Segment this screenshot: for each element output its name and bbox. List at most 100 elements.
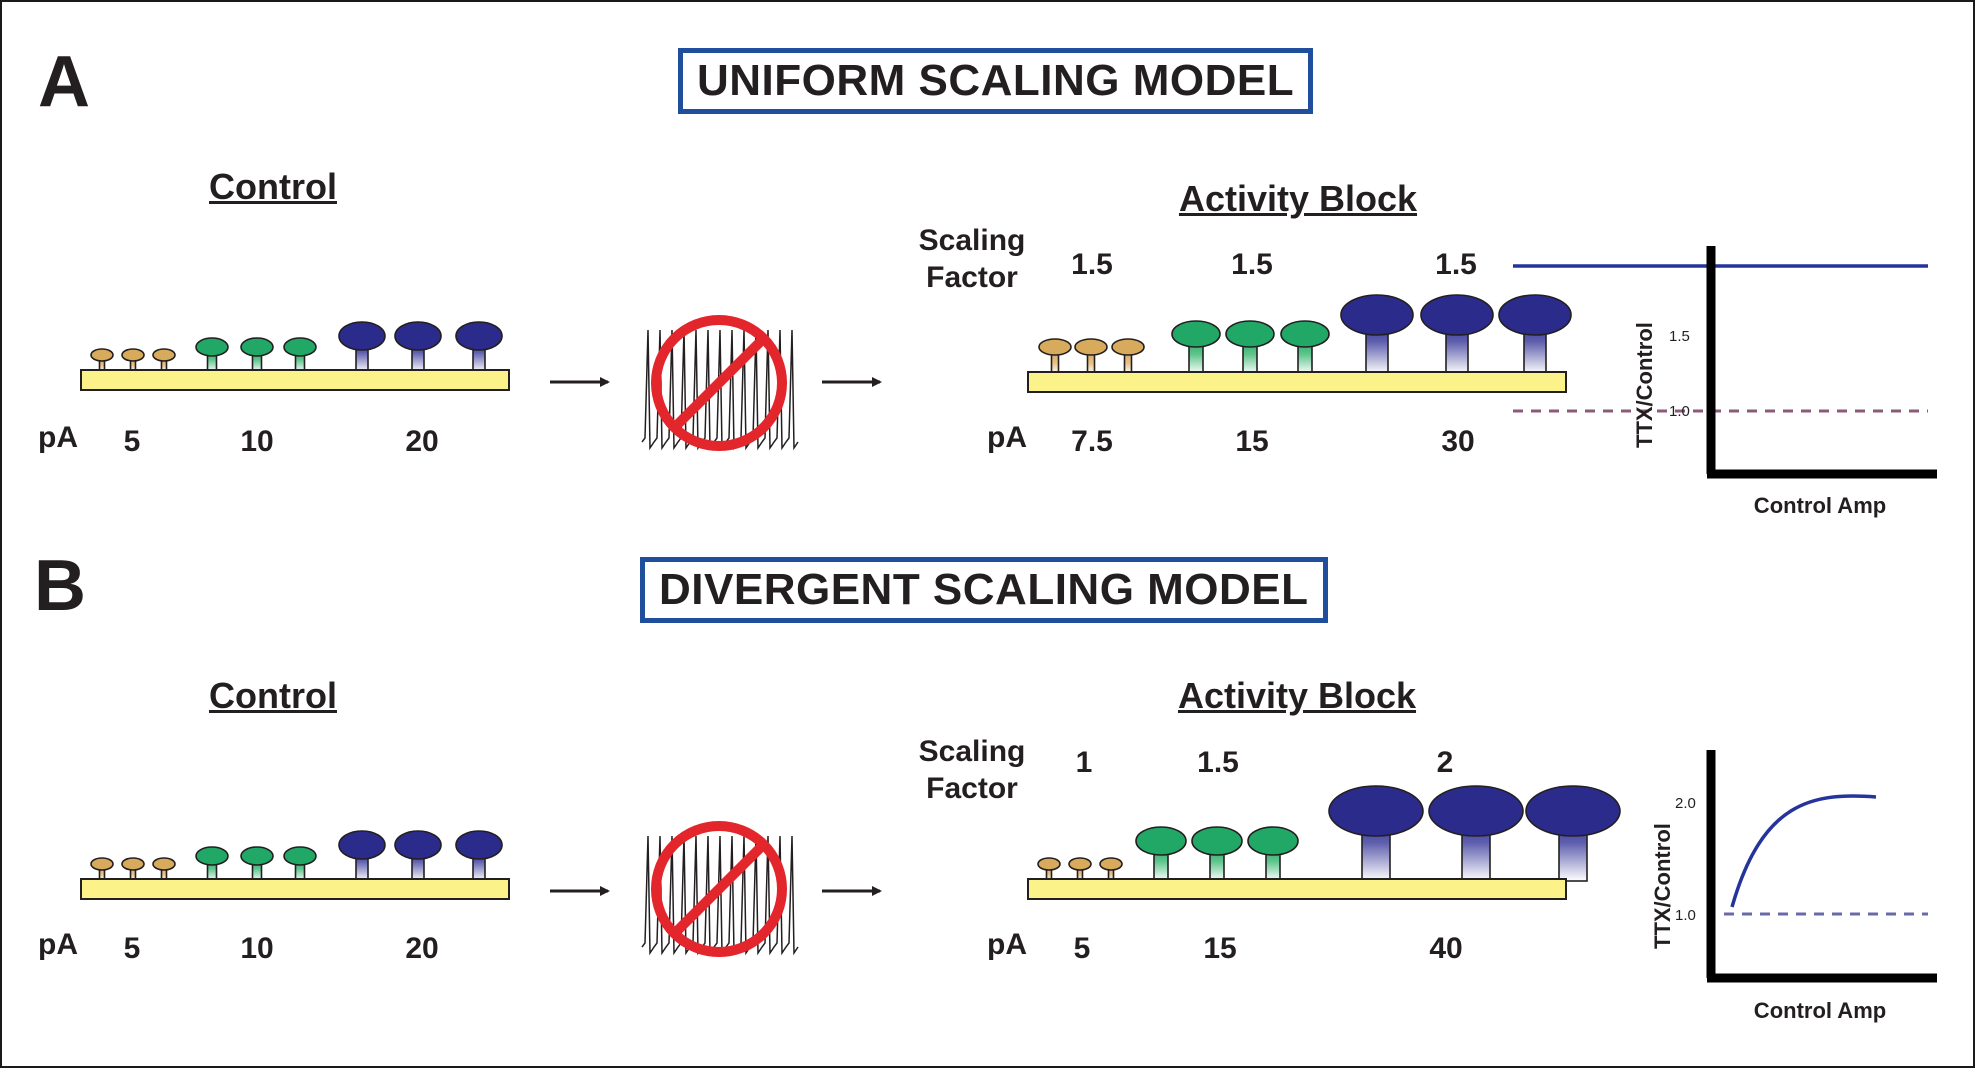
- panel-b-block-spines: [1037, 785, 1621, 882]
- scaling-label-line2: Factor: [926, 772, 1018, 805]
- panel-b-block-dendrite: [1027, 785, 1621, 900]
- unit-label: pA: [38, 928, 78, 961]
- spine-green: [1225, 320, 1275, 375]
- control-amplitude: 20: [405, 425, 439, 458]
- spine-blue: [1328, 785, 1424, 882]
- tick-label: 1.0: [1675, 907, 1696, 924]
- unit-label: pA: [987, 928, 1027, 961]
- block-amplitude: 5: [1073, 932, 1091, 965]
- spine-green: [1280, 320, 1330, 375]
- ratio-curve: [1730, 794, 1877, 908]
- tick-label: 1.5: [1669, 328, 1690, 345]
- spine-blue: [394, 830, 442, 882]
- spine-tan: [152, 857, 176, 882]
- block-amplitude: 7.5: [1071, 425, 1113, 458]
- spine-green: [195, 337, 229, 373]
- spine-blue: [455, 830, 503, 882]
- activity-blocked-icon: [641, 315, 799, 451]
- panel-a-block-dendrite: [1027, 294, 1572, 393]
- scaling-factor: 2: [1436, 746, 1454, 779]
- panel-a-control-spines: [90, 321, 503, 373]
- panel-letter-b: B: [34, 546, 86, 626]
- spine-green: [283, 337, 317, 373]
- y-axis-label: TTX/Control: [1650, 823, 1675, 949]
- spine-green: [1247, 826, 1299, 882]
- spine-tan: [90, 857, 114, 882]
- spine-tan: [1111, 338, 1145, 375]
- spine-green: [1191, 826, 1243, 882]
- spine-green: [283, 846, 317, 882]
- spine-tan: [1068, 857, 1092, 882]
- block-amplitude: 15: [1235, 425, 1269, 458]
- control-amplitude: 5: [123, 932, 141, 965]
- spine-tan: [121, 348, 145, 373]
- panel-b-scaling-label: Scaling Factor: [902, 733, 1042, 807]
- spine-blue: [1428, 785, 1524, 882]
- block-amplitude: 30: [1441, 425, 1475, 458]
- spine-blue: [338, 321, 386, 373]
- scaling-factor: 1.5: [1197, 746, 1239, 779]
- spine-green: [240, 337, 274, 373]
- panel-b-title: DIVERGENT SCALING MODEL: [640, 557, 1328, 623]
- spine-green: [240, 846, 274, 882]
- scaling-factor: 1: [1075, 746, 1093, 779]
- dendrite-shaft: [80, 369, 510, 391]
- x-axis-label: Control Amp: [1753, 998, 1887, 1023]
- control-amplitude: 20: [405, 932, 439, 965]
- panel-b-control-heading: Control: [209, 675, 337, 716]
- spine-blue: [1498, 294, 1572, 375]
- block-amplitude: 40: [1429, 932, 1463, 965]
- spine-blue: [1340, 294, 1414, 375]
- unit-label: pA: [38, 421, 78, 454]
- dendrite-shaft: [1027, 371, 1567, 393]
- activity-blocked-icon: [641, 821, 799, 957]
- spine-tan: [1099, 857, 1123, 882]
- panel-b-block-heading: Activity Block: [1177, 675, 1417, 716]
- spike-trace: [641, 835, 799, 956]
- panel-letter-a: A: [38, 42, 90, 122]
- dendrite-shaft: [80, 878, 510, 900]
- spine-tan: [1037, 857, 1061, 882]
- panel-a-control-heading: Control: [209, 166, 337, 207]
- scaling-label-line1: Scaling: [918, 735, 1026, 768]
- panel-b-control-spines: [90, 830, 503, 882]
- panel-a-block-spines: [1038, 294, 1572, 375]
- spine-blue: [1525, 785, 1621, 882]
- spine-green: [1171, 320, 1221, 375]
- spine-tan: [90, 348, 114, 373]
- control-amplitude: 10: [240, 425, 274, 458]
- control-amplitude: 10: [240, 932, 274, 965]
- unit-label: pA: [987, 421, 1027, 454]
- tick-label: 1.0: [1669, 403, 1690, 420]
- block-amplitude: 15: [1203, 932, 1237, 965]
- x-axis-label: Control Amp: [1753, 493, 1887, 518]
- panel-b-plot: [1706, 750, 1937, 983]
- spine-green: [1135, 826, 1187, 882]
- panel-a-control-dendrite: [80, 321, 510, 391]
- panel-b-control-dendrite: [80, 830, 510, 900]
- spike-trace: [641, 329, 799, 451]
- tick-label: 2.0: [1675, 795, 1696, 812]
- spine-tan: [1038, 338, 1072, 375]
- spine-blue: [455, 321, 503, 373]
- panel-a-plot: [1513, 246, 1937, 479]
- scaling-factor: 1.5: [1435, 248, 1477, 281]
- scaling-label-line1: Scaling: [918, 224, 1026, 257]
- dendrite-shaft: [1027, 878, 1567, 900]
- scaling-factor: 1.5: [1071, 248, 1113, 281]
- panel-a-scaling-label: Scaling Factor: [902, 222, 1042, 296]
- scaling-label-line2: Factor: [926, 261, 1018, 294]
- spine-blue: [394, 321, 442, 373]
- spine-tan: [1074, 338, 1108, 375]
- spine-tan: [121, 857, 145, 882]
- spine-green: [195, 846, 229, 882]
- scaling-factor: 1.5: [1231, 248, 1273, 281]
- spine-blue: [1420, 294, 1494, 375]
- spine-tan: [152, 348, 176, 373]
- panel-a-title: UNIFORM SCALING MODEL: [678, 48, 1314, 114]
- control-amplitude: 5: [123, 425, 141, 458]
- y-axis-label: TTX/Control: [1632, 322, 1657, 448]
- spine-blue: [338, 830, 386, 882]
